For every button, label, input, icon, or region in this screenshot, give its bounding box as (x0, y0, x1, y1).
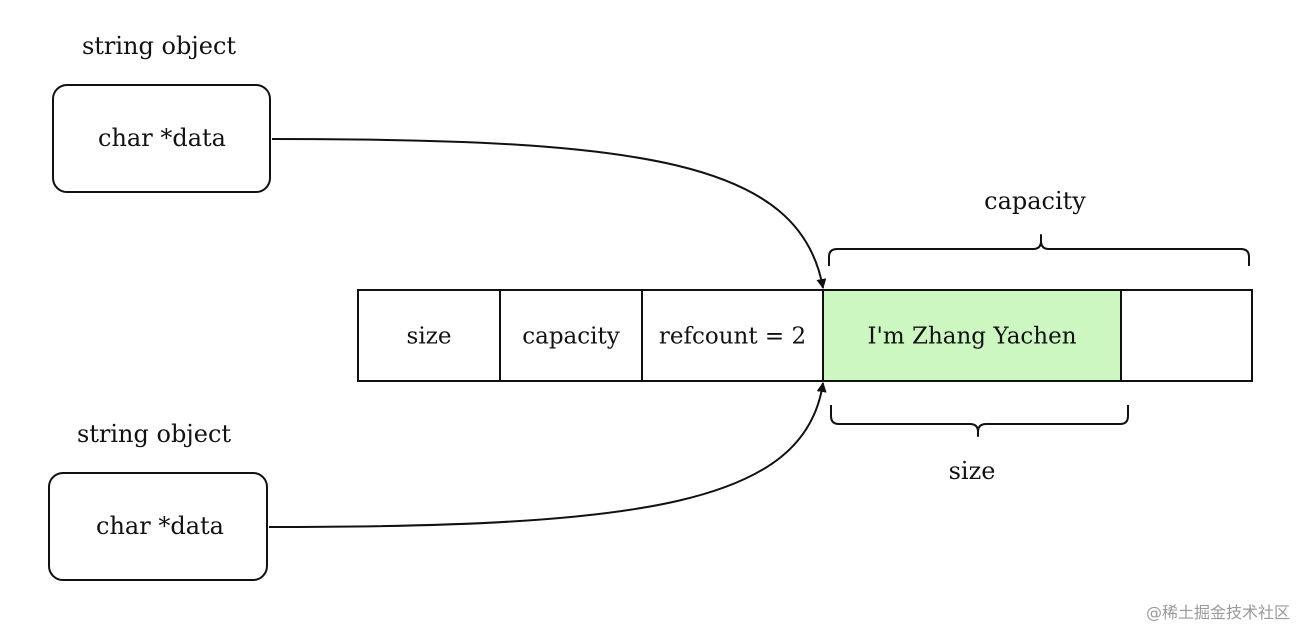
object-box-top (52, 84, 271, 193)
pointer-arrow-top (271, 138, 827, 289)
buffer-cell-0 (357, 289, 501, 382)
string-object-top: string object char *data (52, 32, 271, 193)
object-field-bottom: char *data (96, 512, 224, 540)
capacity-brace (828, 234, 1250, 266)
size-brace (830, 405, 1129, 437)
string-object-bottom: string object char *data (48, 420, 268, 581)
buffer-cell-label-3: I'm Zhang Yachen (867, 324, 1076, 350)
buffer-cell-label-2: refcount = 2 (659, 324, 806, 350)
buffer-cell-label-0: size (407, 324, 452, 350)
object-box-bottom (48, 472, 268, 581)
size-brace-label: size (949, 457, 996, 485)
object-field-top: char *data (98, 124, 226, 152)
buffer-cell-3 (822, 289, 1122, 382)
pointer-arrow-bottom (268, 382, 827, 528)
buffer-cell-4 (1120, 289, 1253, 382)
buffer-cell-label-1: capacity (522, 324, 620, 350)
object-title-bottom: string object (77, 420, 231, 448)
heap-buffer: size capacity refcount = 2 I'm Zhang Yachen (357, 289, 1253, 382)
watermark: @稀土掘金技术社区 (1146, 603, 1290, 622)
object-title-top: string object (82, 32, 236, 60)
capacity-brace-label: capacity (984, 187, 1086, 215)
